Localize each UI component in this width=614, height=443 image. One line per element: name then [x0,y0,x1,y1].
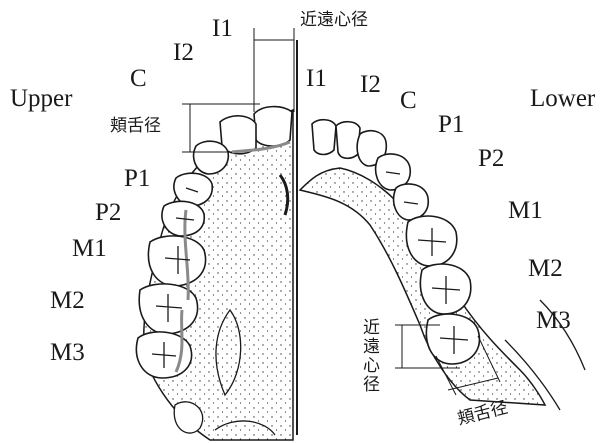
upper-tooth-label-c: C [130,66,147,91]
lower-tooth-label-m2: M2 [528,256,563,281]
lower-jaw-label: Lower [530,86,595,111]
lower-tooth-label-i2: I2 [360,72,381,97]
lower-tooth-label-i1: I1 [306,66,327,91]
upper-tooth-label-m3: M3 [50,340,85,365]
lower-tooth-i2 [336,122,360,159]
buccolingual-label-upper: 頬舌径 [110,118,161,135]
upper-tooth-label-i1: I1 [212,16,233,41]
lower-tooth-label-p2: P2 [478,146,504,171]
lower-tooth-label-m3: M3 [536,308,571,333]
upper-tooth-label-p1: P1 [124,166,150,191]
lower-tooth-label-c: C [400,88,417,113]
mesiodistal-label-top: 近遠心径 [300,12,368,29]
upper-tooth-label-m2: M2 [50,288,85,313]
upper-tooth-c [194,141,229,174]
lower-tooth-label-p1: P1 [438,112,464,137]
upper-jaw-label: Upper [10,86,72,111]
upper-tooth-label-m1: M1 [72,236,107,261]
lower-tooth-label-m1: M1 [508,198,543,223]
lower-tooth-p2 [394,184,429,220]
upper-tooth-m1 [148,236,205,286]
upper-tooth-i1 [254,107,292,146]
lower-tooth-i1 [312,120,336,155]
upper-tooth-label-p2: P2 [95,200,121,225]
upper-jaw [136,107,293,440]
upper-tooth-label-i2: I2 [173,40,194,65]
mesiodistal-label-lower: 近遠心径 [360,318,377,394]
